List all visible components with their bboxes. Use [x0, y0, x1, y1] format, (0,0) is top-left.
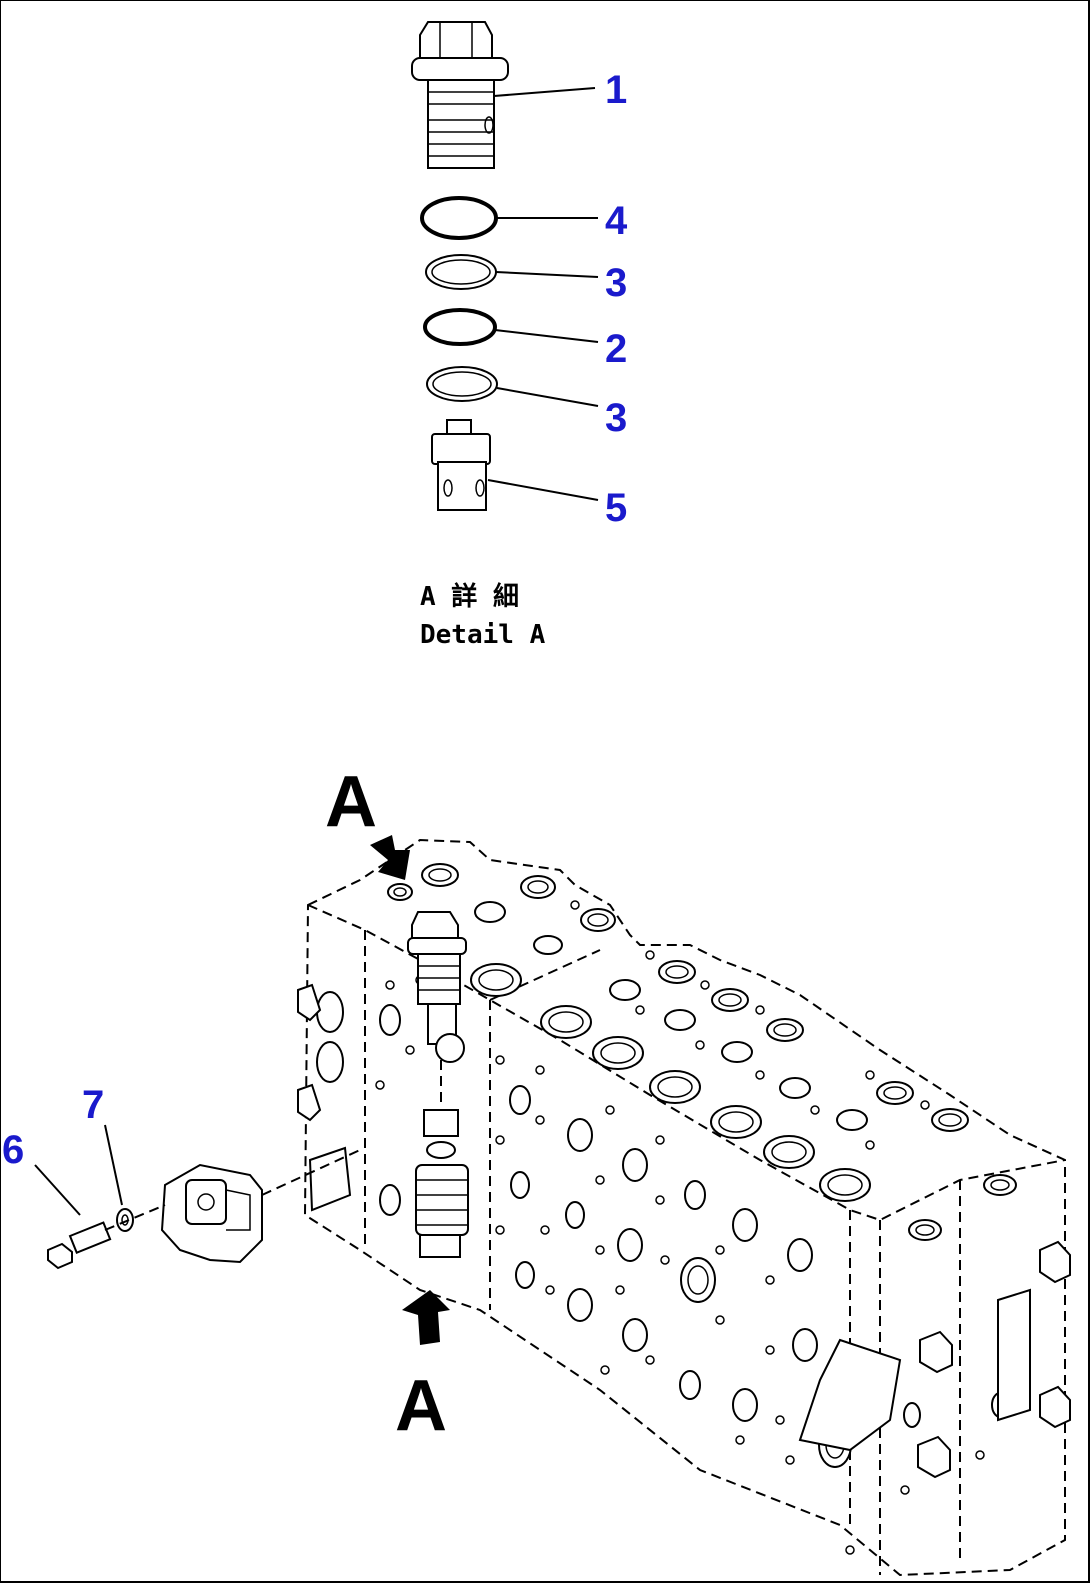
part-5-valve-spool — [431, 419, 491, 511]
leader-line — [34, 1164, 81, 1216]
callout-4: 4 — [605, 199, 628, 243]
callout-1: 1 — [605, 68, 627, 112]
side-cover — [297, 983, 352, 1212]
leader-line — [493, 87, 596, 97]
front-ports — [316, 991, 1009, 1468]
leader-line — [104, 1124, 123, 1206]
part-3-backup-ring-upper — [425, 254, 497, 290]
detail-caption-jp: A 詳 細 — [420, 581, 519, 612]
callout-6: 6 — [2, 1128, 24, 1172]
view-marker-a-bottom: A — [395, 1366, 447, 1446]
view-marker-a-top: A — [325, 762, 377, 842]
callout-5: 5 — [605, 486, 627, 530]
callout-7: 7 — [82, 1083, 104, 1127]
bottom-cover — [798, 1338, 902, 1452]
view-arrow-bottom — [402, 1290, 450, 1345]
part-2-o-ring — [423, 308, 497, 346]
part-4-o-ring — [420, 196, 498, 240]
detail-caption-en: Detail A — [420, 620, 546, 650]
assembly-line — [261, 1149, 361, 1196]
callout-3: 3 — [605, 396, 627, 440]
leader-line — [494, 329, 599, 343]
assembly-line — [104, 1204, 166, 1231]
part-1-valve-plug — [411, 21, 509, 169]
bolt-holes — [375, 900, 985, 1555]
callout-3: 3 — [605, 261, 627, 305]
installed-valve-upper — [407, 911, 467, 1063]
end-cap-bolts — [917, 1240, 1071, 1479]
solenoid-block — [160, 1163, 263, 1264]
leader-line — [496, 387, 599, 407]
part-3-backup-ring-lower — [426, 366, 498, 402]
view-arrow-top — [370, 835, 410, 880]
top-ports — [387, 863, 1017, 1241]
leader-line — [487, 479, 599, 501]
leader-line — [495, 271, 599, 278]
installed-valve-lower — [415, 1109, 469, 1258]
callout-2: 2 — [605, 327, 627, 371]
part-7-washer — [116, 1208, 134, 1232]
part-6-bolt — [47, 1221, 112, 1270]
